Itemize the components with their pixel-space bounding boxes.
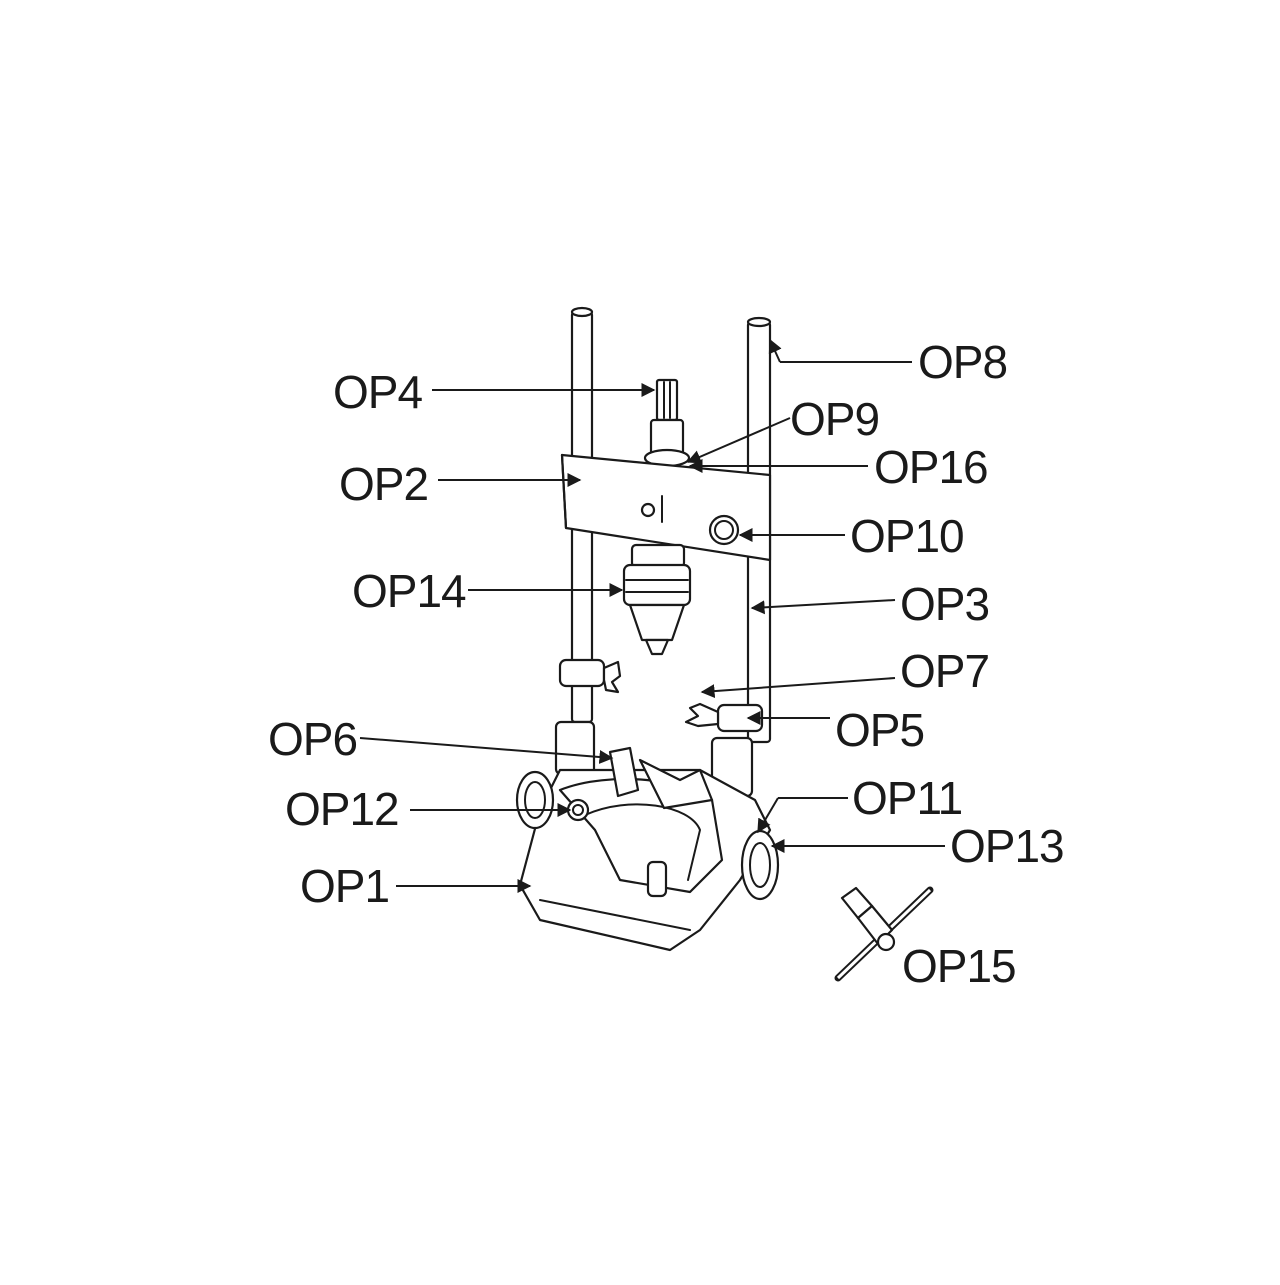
chuck-key (834, 886, 934, 982)
right-lock-knob (740, 829, 780, 901)
leader-op11-v (757, 797, 779, 834)
leader-op3 (750, 599, 896, 615)
leader-lines (359, 338, 945, 893)
callout-op13: OP13 (950, 820, 1065, 872)
drill-chuck (622, 543, 692, 656)
callout-op14: OP14 (352, 565, 467, 617)
callout-op11: OP11 (852, 772, 963, 824)
callout-op16: OP16 (874, 441, 989, 493)
callout-op9: OP9 (790, 393, 880, 445)
leader-op7 (700, 677, 896, 699)
leader-op9 (686, 417, 791, 464)
callout-op1: OP1 (300, 860, 390, 912)
left-collar (554, 658, 622, 776)
hex-shaft (643, 378, 691, 468)
callout-op5: OP5 (835, 704, 925, 756)
callout-op4: OP4 (333, 366, 423, 418)
callout-op10: OP10 (850, 510, 965, 562)
left-lock-knob (515, 770, 590, 830)
callout-op12: OP12 (285, 783, 400, 835)
callout-op6: OP6 (268, 713, 358, 765)
callout-op8: OP8 (918, 336, 1008, 388)
callout-op3: OP3 (900, 578, 990, 630)
callout-op15: OP15 (902, 940, 1017, 992)
callout-op2: OP2 (339, 458, 429, 510)
leader-op6 (359, 737, 614, 764)
callout-op7: OP7 (900, 645, 990, 697)
leader-op8-v (768, 338, 782, 363)
